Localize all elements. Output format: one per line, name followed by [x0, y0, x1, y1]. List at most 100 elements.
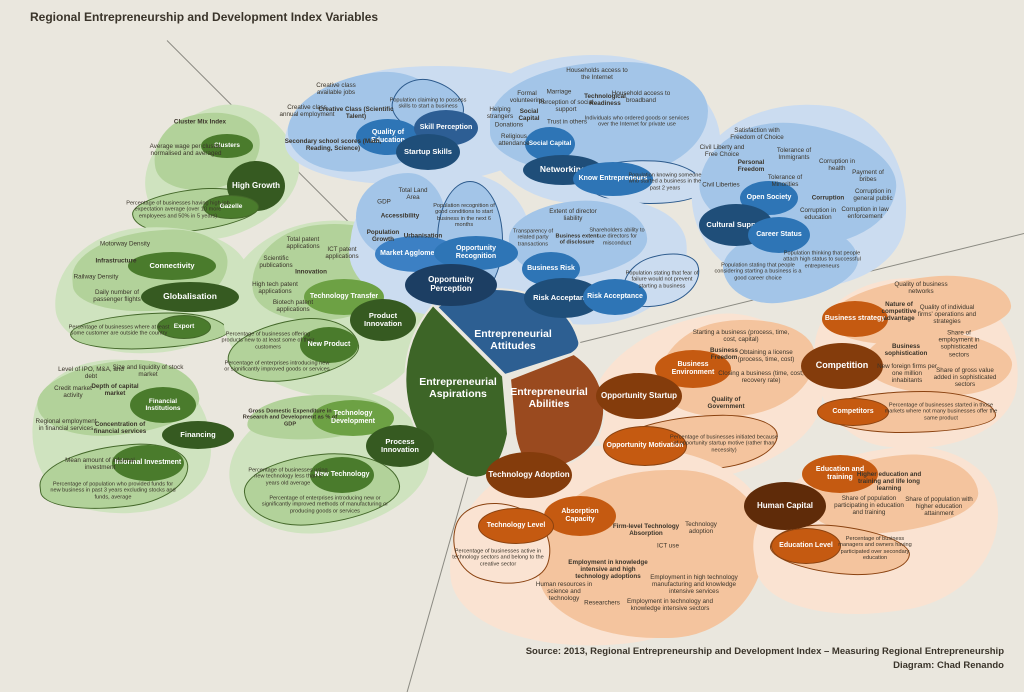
label-employment-in-knowledge-intensive: Employment in knowledge intensive and hi… — [568, 559, 648, 581]
label-households-access-to-the: Households access to the Internet — [566, 66, 628, 81]
node-clusters: Clusters — [201, 134, 253, 158]
label-new-foreign-firms-per: New foreign firms per one million inhabi… — [877, 363, 937, 385]
label-population-stating-that-people: Population stating that people consideri… — [714, 262, 802, 282]
label-corruption-in-health: Corruption in health — [818, 157, 856, 172]
label-higher-education-and-training: Higher education and training and life l… — [856, 471, 922, 493]
label-secondary-school-scores-math: Secondary school scores (Math, Reading, … — [284, 137, 382, 152]
label-percentage-of-businesses-having: Percentage of businesses having high job… — [126, 200, 230, 220]
label-technology-adoption: Technology adoption — [685, 520, 717, 535]
label-trust-in-others: Trust in others — [547, 118, 588, 126]
label-nature-of-competitive-advantage: Nature of competitive advantage — [881, 301, 917, 323]
label-percentage-of-businesses-where: Percentage of businesses where at least … — [68, 324, 170, 337]
label-mean-amount-of-informal: Mean amount of informal investment — [65, 456, 135, 471]
label-creative-class-annual-employment: Creative class annual employment — [279, 103, 335, 118]
label-daily-number-of-passenger: Daily number of passenger flights — [93, 288, 141, 303]
node-business-strategy: Business strategy — [822, 301, 888, 337]
label-employment-in-technology-and: Employment in technology and knowledge i… — [626, 597, 714, 612]
label-population-knowing-someone-who: Population knowing someone who started a… — [628, 172, 702, 192]
label-population-growth: Population Growth — [366, 228, 400, 243]
node-process-innovation: Process Innovation — [366, 425, 434, 467]
node-connectivity: Connectivity — [128, 252, 216, 280]
label-business-freedom: Business Freedom — [710, 346, 738, 361]
label-percentage-of-enterprises-introducing-2: Percentage of enterprises introducing ne… — [261, 495, 389, 515]
label-population-stating-that-fear: Population stating that fear of failure … — [625, 270, 699, 290]
label-accessibility: Accessibility — [380, 212, 420, 220]
label-percentage-of-businesses-initiated: Percentage of businesses initiated becau… — [670, 434, 778, 454]
label-quality-of-individual-firms: Quality of individual firms' operations … — [917, 304, 977, 326]
node-opportunity-motivation: Opportunity Motivation — [603, 426, 687, 466]
label-starting-a-business-process: Starting a business (process, time, cost… — [692, 328, 790, 343]
node-financing: Financing — [162, 421, 234, 449]
label-household-access-to-broadband: Household access to broadband — [611, 89, 671, 104]
label-population-claiming-to-possess: Population claiming to possess skills to… — [389, 97, 467, 110]
label-closing-a-business-time: Closing a business (time, cost, recovery… — [718, 369, 804, 384]
node-risk-acceptance-2: Risk Acceptance — [583, 279, 647, 315]
node-technology-level: Technology Level — [478, 508, 554, 544]
label-donations: Donations — [494, 121, 524, 129]
label-population-thinking-that-people: Population thinking that people attach h… — [783, 250, 861, 270]
label-urbanisation: Urbanisation — [403, 232, 443, 240]
label-railway-density: Railway Density — [73, 273, 119, 281]
label-shareholders-ability-to-sue: Shareholders ability to sue directors fo… — [589, 227, 645, 247]
label-tolerance-of-immigrants: Tolerance of Immigrants — [776, 146, 812, 161]
label-marriage: Marriage — [546, 88, 572, 96]
label-quality-of-business-networks: Quality of business networks — [894, 280, 948, 295]
label-total-land-area: Total Land Area — [398, 186, 428, 201]
node-technology-adoption: Technology Adoption — [486, 452, 572, 498]
label-personal-freedom: Personal Freedom — [737, 158, 765, 173]
label-depth-of-capital-market: Depth of capital market — [91, 382, 139, 397]
node-export: Export — [157, 315, 211, 339]
label-biotech-patent-applications: Biotech patent applications — [272, 298, 314, 313]
node-product-innovation: Product Innovation — [350, 299, 416, 341]
label-population-recognition-of-good: Population recognition of good condition… — [433, 203, 495, 229]
label-corruption-in-law-enforcement: Corruption in law enforcement — [841, 205, 889, 220]
label-civil-liberties: Civil Liberties — [702, 181, 740, 189]
node-absorption-capacity: Absorption Capacity — [544, 496, 616, 536]
label-gdp: GDP — [377, 198, 391, 206]
node-new-product: New Product — [300, 327, 358, 363]
label-percentage-of-businesses-using: Percentage of businesses using new techn… — [248, 467, 328, 487]
source-line: Source: 2013, Regional Entrepreneurship … — [525, 646, 1004, 657]
label-percentage-of-businesses-started: Percentage of businesses started in thos… — [884, 402, 998, 422]
hub-label-abilities: Entrepreneurial Abilities — [510, 385, 588, 410]
label-share-of-population-with: Share of population with higher educatio… — [905, 496, 973, 518]
label-obtaining-a-license-process: Obtaining a license (process, time, cost… — [737, 348, 795, 363]
node-career-status: Career Status — [748, 217, 810, 253]
label-percentage-of-population-who: Percentage of population who provided fu… — [50, 481, 176, 501]
label-human-resources-in-science: Human resources in science and technolog… — [535, 581, 593, 603]
page-title: Regional Entrepreneurship and Developmen… — [30, 10, 379, 24]
label-religious-attendance: Religious attendance — [498, 132, 530, 147]
label-payment-of-bribes: Payment of bribes — [852, 168, 884, 183]
label-business-extent-of-disclosure: Business extent of disclosure — [555, 233, 599, 246]
label-cluster-mix-index: Cluster Mix Index — [173, 118, 227, 126]
label-corruption: Corruption — [811, 194, 845, 202]
label-percentage-of-businesses-active: Percentage of businesses active in techn… — [452, 548, 544, 568]
label-helping-strangers: Helping strangers — [486, 105, 514, 120]
label-size-and-liquidity-of: Size and liquidity of stock market — [112, 363, 184, 378]
label-creative-class-scientific-talent: Creative Class (Scientific Talent) — [318, 105, 394, 120]
node-know-entrepreneurs: Know Entrepreneurs — [573, 162, 653, 196]
label-scientific-publications: Scientific publications — [259, 254, 293, 269]
node-financial-institutions: Financial Institutions — [130, 387, 196, 423]
label-transparency-of-related-party: Transparency of related party transactio… — [512, 228, 554, 248]
label-formal-volunteering: Formal volunteering — [509, 89, 545, 104]
label-tolerance-of-minorities: Tolerance of Minorities — [767, 173, 803, 188]
node-technology-development: Technology Development — [312, 400, 394, 436]
node-new-technology: New Technology — [310, 457, 374, 493]
hub-label-attitudes: Entrepreneurial Attitudes — [474, 327, 552, 352]
label-gross-domestic-expenditure-in: Gross Domestic Expenditure in Research a… — [242, 408, 338, 428]
label-corruption-in-education: Corruption in education — [799, 206, 837, 221]
label-concentration-of-financial-services: Concentration of financial services — [93, 420, 147, 435]
label-level-of-ipo-m: Level of IPO, M&A, and debt — [58, 365, 124, 380]
node-opportunity-startup: Opportunity Startup — [596, 373, 682, 419]
label-high-tech-patent-applications: High tech patent applications — [252, 280, 298, 295]
node-human-capital: Human Capital — [744, 482, 826, 530]
label-percentage-of-business-managers: Percentage of business managers and owne… — [838, 536, 912, 562]
label-researchers: Researchers — [584, 599, 620, 607]
label-innovation: Innovation — [295, 268, 327, 276]
label-total-patent-applications: Total patent applications — [286, 235, 320, 250]
node-competitors: Competitors — [817, 398, 889, 426]
label-share-of-population-participating: Share of population participating in edu… — [834, 495, 904, 517]
label-firm-level-technology-absorption: Firm-level Technology Absorption — [612, 522, 680, 537]
